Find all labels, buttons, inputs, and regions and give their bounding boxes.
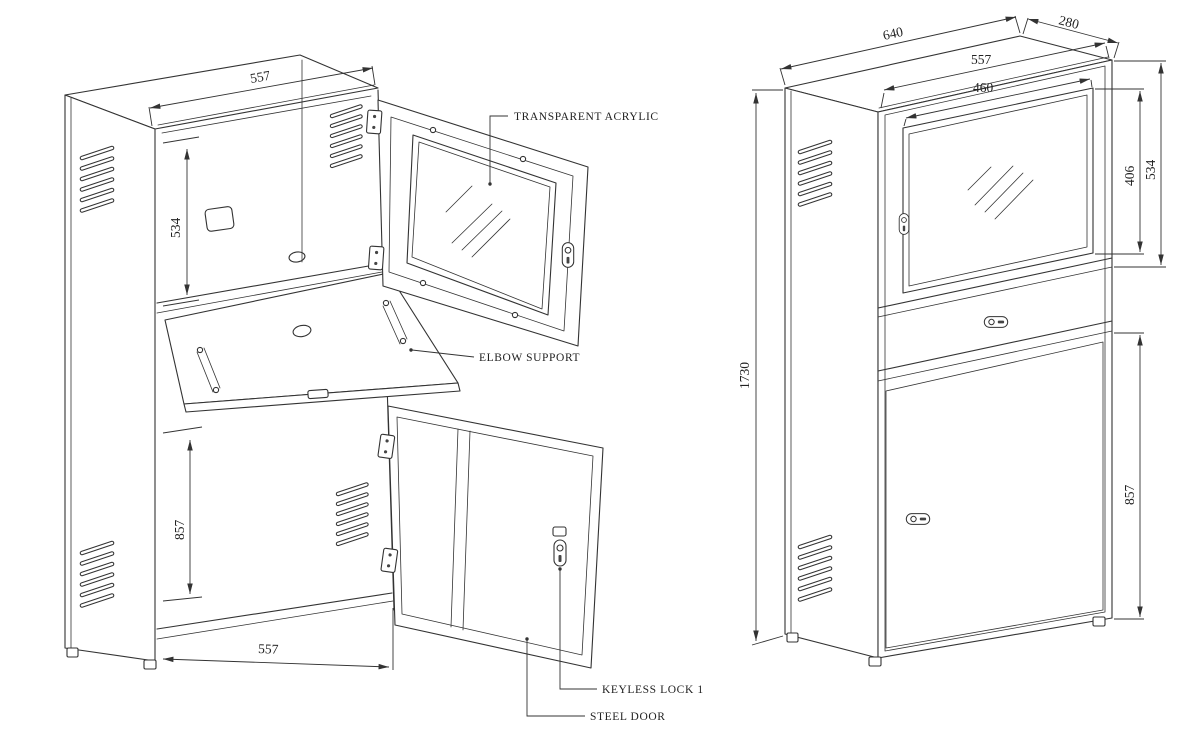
dimension-window-height: 406	[1095, 88, 1144, 255]
hinge-icon	[380, 547, 399, 574]
vent-grille-icon	[338, 485, 367, 544]
keyboard-tray	[164, 272, 461, 413]
screw-icon	[419, 279, 427, 287]
label-elbow-support: ELBOW SUPPORT	[479, 352, 580, 364]
keyless-lock-icon	[983, 316, 1009, 328]
window-frame	[406, 134, 557, 316]
elbow-support-left	[196, 346, 221, 394]
dim-top-width: 557	[249, 68, 272, 86]
door-handle-lock-icon	[561, 242, 575, 268]
front-closed-view: 640 280 557 460 1730	[737, 12, 1166, 667]
label-keyless-lock: KEYLESS LOCK 1	[602, 684, 704, 696]
callout-transparent-acrylic: TRANSPARENT ACRYLIC	[488, 111, 658, 186]
dimension-lower-inner-height: 857	[162, 426, 203, 602]
dim-window-height: 406	[1122, 166, 1137, 187]
label-steel-door: STEEL DOOR	[590, 711, 666, 723]
cable-hole	[288, 251, 306, 263]
acrylic-glazing	[445, 185, 511, 258]
floor-edge	[156, 592, 393, 630]
dimension-lower-door-height: 857	[1114, 332, 1144, 620]
hinge-icon	[367, 245, 385, 271]
dimension-upper-inner-height: 534	[162, 136, 200, 307]
lower-door-front	[885, 341, 1104, 649]
lower-steel-door	[377, 405, 604, 669]
isometric-open-view: 534 857	[64, 54, 703, 723]
keyless-lock-icon	[905, 513, 931, 525]
acrylic-glazing	[967, 165, 1034, 220]
hinge-icon	[377, 433, 396, 460]
foot	[143, 659, 157, 670]
dimension-depth: 280	[1022, 12, 1120, 59]
keyless-lock-icon	[552, 526, 567, 537]
dim-lower-door-height: 857	[1122, 485, 1137, 506]
dim-front-width: 557	[971, 52, 992, 67]
dimension-upper-section-height: 534	[1114, 60, 1166, 268]
front-face	[877, 59, 1113, 659]
dimension-window-width: 460	[903, 78, 1093, 127]
screw-icon	[429, 126, 437, 134]
dimension-top-width: 557	[148, 65, 376, 127]
foot	[66, 647, 79, 658]
dim-overall-height: 1730	[737, 362, 752, 389]
hinge-icon	[365, 109, 383, 135]
tray-hole	[292, 324, 312, 338]
foot	[868, 656, 882, 667]
dimension-bottom-width: 557	[162, 608, 394, 670]
shelf-edge	[156, 263, 381, 304]
label-transparent-acrylic: TRANSPARENT ACRYLIC	[514, 111, 659, 123]
door-panel	[387, 405, 604, 669]
dim-lower-inner-height: 857	[172, 520, 187, 541]
tray-latch	[307, 388, 329, 400]
tray-drawer-band	[877, 257, 1113, 382]
door-frame	[377, 99, 589, 347]
dim-overall-width: 640	[881, 24, 904, 43]
keyless-lock-icon	[898, 213, 910, 235]
screw-icon	[511, 311, 519, 319]
dim-depth: 280	[1057, 12, 1081, 32]
callout-steel-door: STEEL DOOR	[525, 637, 665, 723]
back-panel-plate	[204, 206, 235, 232]
upper-acrylic-door	[365, 99, 589, 347]
callout-keyless-lock: KEYLESS LOCK 1	[558, 567, 703, 696]
keyless-lock-icon	[553, 539, 567, 567]
dim-upper-inner-height: 534	[168, 218, 183, 239]
elbow-support-right	[382, 299, 408, 345]
dimension-overall-height: 1730	[737, 89, 784, 646]
screw-icon	[519, 155, 527, 163]
dim-bottom-width: 557	[258, 641, 279, 657]
foot	[786, 632, 799, 643]
vent-grille-icon	[332, 107, 361, 166]
foot	[1092, 616, 1106, 627]
callout-elbow-support: ELBOW SUPPORT	[409, 348, 580, 364]
dim-upper-section-height: 534	[1143, 160, 1158, 181]
dim-window-width: 460	[973, 80, 994, 95]
